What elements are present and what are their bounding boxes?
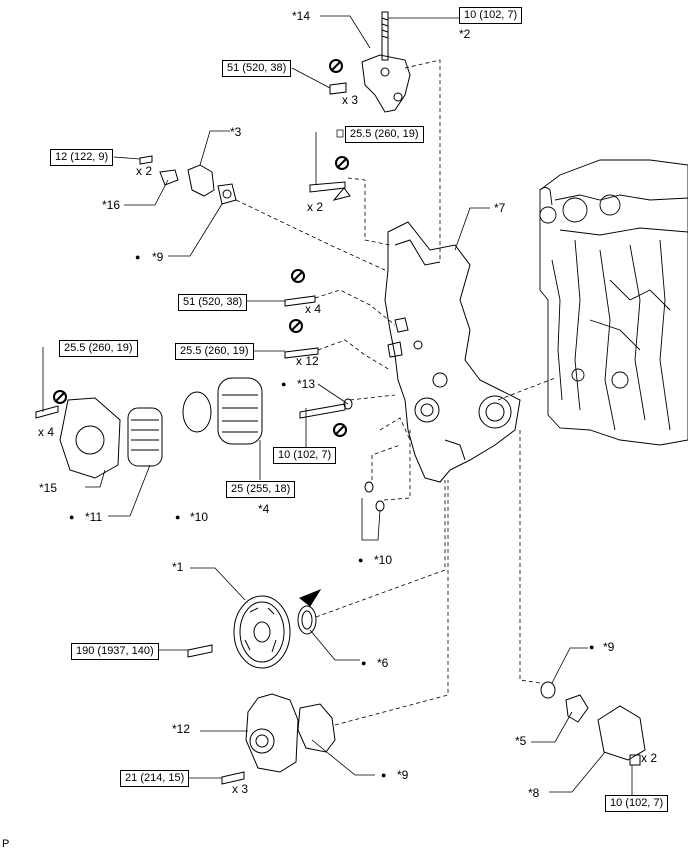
- bullet-13: ●: [281, 379, 287, 389]
- thermostat-parts: [540, 681, 646, 761]
- part-label-10a: *10: [190, 510, 209, 524]
- part-label-14: *14: [292, 9, 311, 23]
- part-label-2: *2: [459, 27, 471, 41]
- part-label-9c: *9: [397, 768, 409, 782]
- torque-oil-housing: 25.5 (260, 19): [59, 340, 138, 357]
- bullet-6: ●: [361, 658, 367, 668]
- torque-pulley-bolt: 190 (1937, 140): [71, 643, 159, 660]
- torque-sensor-bolt: 12 (122, 9): [50, 149, 114, 166]
- bullet-10b: ●: [358, 555, 364, 565]
- water-pump: [245, 693, 336, 773]
- torque-cover-bolt-a: 25.5 (260, 19): [345, 126, 424, 143]
- part-label-15: *15: [39, 481, 58, 495]
- oil-filter-parts: [59, 377, 263, 479]
- qty-sensor-bolts: x 2: [136, 164, 153, 178]
- small-square-mark: [336, 129, 344, 138]
- part-label-4: *4: [258, 502, 270, 516]
- apply-arrow-icon: [332, 187, 351, 201]
- o-rings: [343, 398, 385, 512]
- sensor-parts: [159, 164, 237, 205]
- qty-cover-bolts-a: x 2: [307, 200, 324, 214]
- qty-inlet-nuts: x 2: [641, 751, 658, 765]
- torque-stud-bolt: 10 (102, 7): [273, 447, 337, 464]
- dashed-lines: [235, 59, 556, 726]
- part-label-1: *1: [172, 560, 184, 574]
- engine-block: [539, 159, 688, 446]
- insert-direction-arrow: [299, 588, 322, 607]
- torque-cover-bolt-b: 51 (520, 38): [178, 294, 248, 311]
- part-label-8: *8: [528, 786, 540, 800]
- qty-cover-bolts-c: x 12: [296, 354, 319, 368]
- part-label-12: *12: [172, 722, 191, 736]
- part-label-3: *3: [230, 125, 242, 139]
- torque-oil-cap: 25 (255, 18): [226, 481, 296, 498]
- part-label-11: *11: [85, 510, 103, 524]
- torque-stud: 10 (102, 7): [459, 7, 523, 24]
- bullet-9a: ●: [135, 252, 141, 262]
- torque-inlet-nut: 10 (102, 7): [605, 795, 669, 812]
- qty-cover-bolts-b: x 4: [305, 302, 322, 316]
- part-label-16: *16: [102, 198, 121, 212]
- part-label-13: *13: [297, 377, 316, 391]
- no-reuse-symbols: [53, 59, 349, 437]
- part-label-7: *7: [494, 201, 506, 215]
- bullet-10a: ●: [175, 512, 181, 522]
- footer-mark: P: [2, 838, 10, 850]
- bullet-11: ●: [69, 512, 75, 522]
- part-label-5: *5: [515, 734, 527, 748]
- bullet-9c: ●: [381, 770, 387, 780]
- bullet-9b: ●: [589, 642, 595, 652]
- qty-pump-bolts: x 3: [232, 782, 249, 796]
- leader-lines: [42, 15, 633, 795]
- part-label-6: *6: [377, 656, 389, 670]
- crank-pulley: [233, 595, 317, 669]
- torque-pump-bolt: 21 (214, 15): [120, 770, 190, 787]
- part-label-9b: *9: [603, 640, 615, 654]
- timing-chain-cover: [384, 221, 521, 483]
- bolts: [35, 82, 641, 785]
- torque-cover-bolt-c: 25.5 (260, 19): [175, 343, 254, 360]
- torque-bracket-bolt: 51 (520, 38): [222, 60, 292, 77]
- part-label-9a: *9: [152, 250, 164, 264]
- qty-oil-housing-bolts: x 4: [38, 425, 55, 439]
- qty-bracket-bolts: x 3: [342, 93, 359, 107]
- part-label-10b: *10: [374, 553, 393, 567]
- stud-and-bracket: [361, 11, 411, 113]
